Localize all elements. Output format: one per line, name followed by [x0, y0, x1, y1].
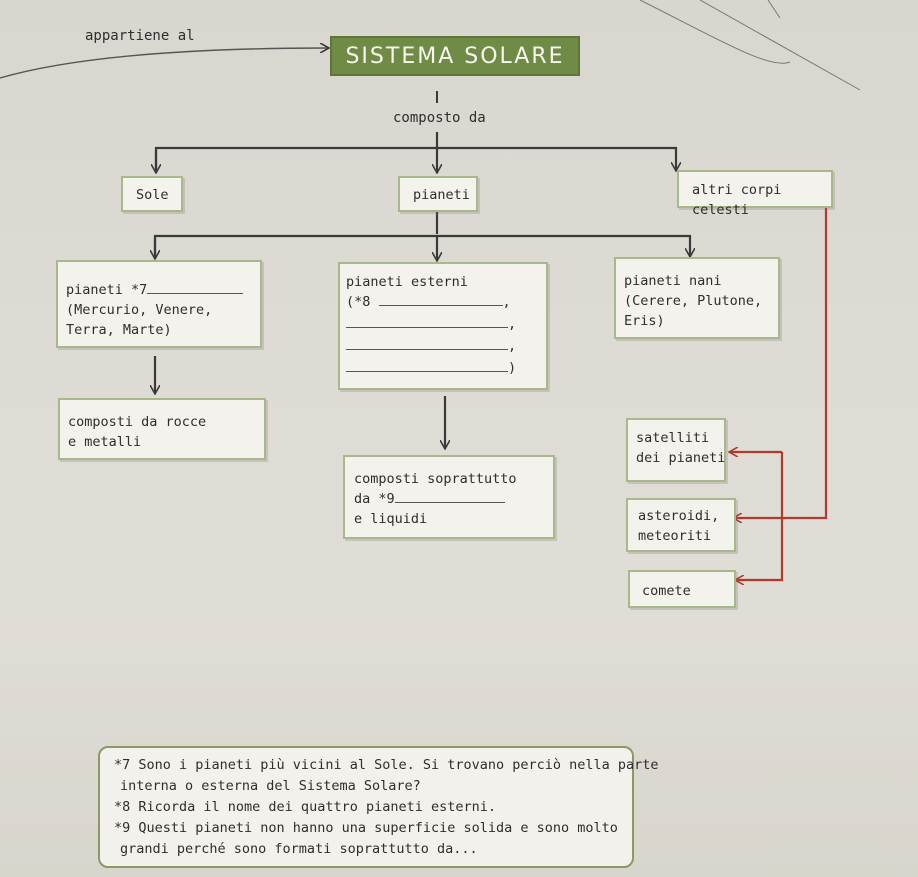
dwarf-planets-list-2: Eris) [624, 313, 665, 329]
asteroids-box: asteroidi, meteoriti [626, 498, 736, 552]
asteroids-line-2: meteoriti [638, 528, 712, 544]
outer-planets-paren: (*8 [346, 294, 371, 310]
inner-planets-list-1: (Mercurio, Venere, [66, 302, 213, 318]
satellites-box: satelliti dei pianeti [626, 418, 726, 482]
blank-9[interactable] [394, 502, 505, 503]
blank-8c[interactable] [346, 349, 508, 350]
rocky-composition-box: composti da rocce e metalli [58, 398, 266, 460]
gas-composition-box: composti soprattutto da *9 e liquidi [343, 455, 555, 539]
blank-7[interactable] [147, 293, 244, 294]
satellites-line-2: dei pianeti [636, 450, 726, 466]
rocky-line-1: composti da rocce [68, 414, 207, 430]
other-bodies-label: altri corpi celesti [692, 182, 782, 218]
comma-3: , [508, 338, 517, 354]
dwarf-planets-label: pianeti nani [624, 273, 722, 289]
inner-planets-label: pianeti *7 [66, 282, 148, 298]
blank-8a[interactable] [378, 305, 503, 306]
inner-planets-box: pianeti *7 (Mercurio, Venere, Terra, Mar… [56, 260, 262, 348]
planets-label: pianeti [413, 187, 470, 203]
asteroids-line-1: asteroidi, [638, 508, 720, 524]
comets-box: comete [628, 570, 736, 608]
rocky-line-2: e metalli [68, 434, 142, 450]
planets-box: pianeti [398, 176, 478, 212]
comma-1: , [502, 294, 511, 310]
blank-8b[interactable] [346, 327, 508, 328]
belongs-to-label: appartiene al [85, 28, 195, 44]
outer-planets-label: pianeti esterni [346, 274, 468, 290]
satellites-line-1: satelliti [636, 430, 710, 446]
gas-line-2: da *9 [354, 491, 395, 507]
note-7-line-2: interna o esterna del Sistema Solare? [120, 778, 421, 794]
footnotes-box: *7 Sono i pianeti più vicini al Sole. Si… [98, 746, 659, 868]
note-7-line-1: *7 Sono i pianeti più vicini al Sole. Si… [114, 757, 659, 773]
blank-8d[interactable] [346, 371, 508, 372]
outer-planets-box: pianeti esterni (*8 , , , ) [338, 262, 548, 390]
composed-of-label: composto da [393, 110, 486, 126]
note-9-line-1: *9 Questi pianeti non hanno una superfic… [114, 820, 618, 836]
dwarf-planets-box: pianeti nani (Cerere, Plutone, Eris) [614, 257, 780, 339]
note-9-line-2: grandi perché sono formati soprattutto d… [120, 841, 478, 857]
comma-2: , [508, 316, 517, 332]
other-bodies-box: altri corpi celesti [677, 170, 833, 218]
close-paren: ) [508, 360, 517, 376]
gas-line-1: composti soprattutto [354, 471, 517, 487]
gas-line-3: e liquidi [354, 511, 428, 527]
dwarf-planets-list-1: (Cerere, Plutone, [624, 293, 763, 309]
comets-label: comete [642, 583, 691, 599]
note-8: *8 Ricorda il nome dei quattro pianeti e… [114, 799, 497, 815]
diagram-title: SISTEMA SOLARE [330, 36, 580, 76]
inner-planets-list-2: Terra, Marte) [66, 322, 172, 338]
sun-box: Sole [121, 176, 183, 212]
sun-label: Sole [136, 187, 169, 203]
